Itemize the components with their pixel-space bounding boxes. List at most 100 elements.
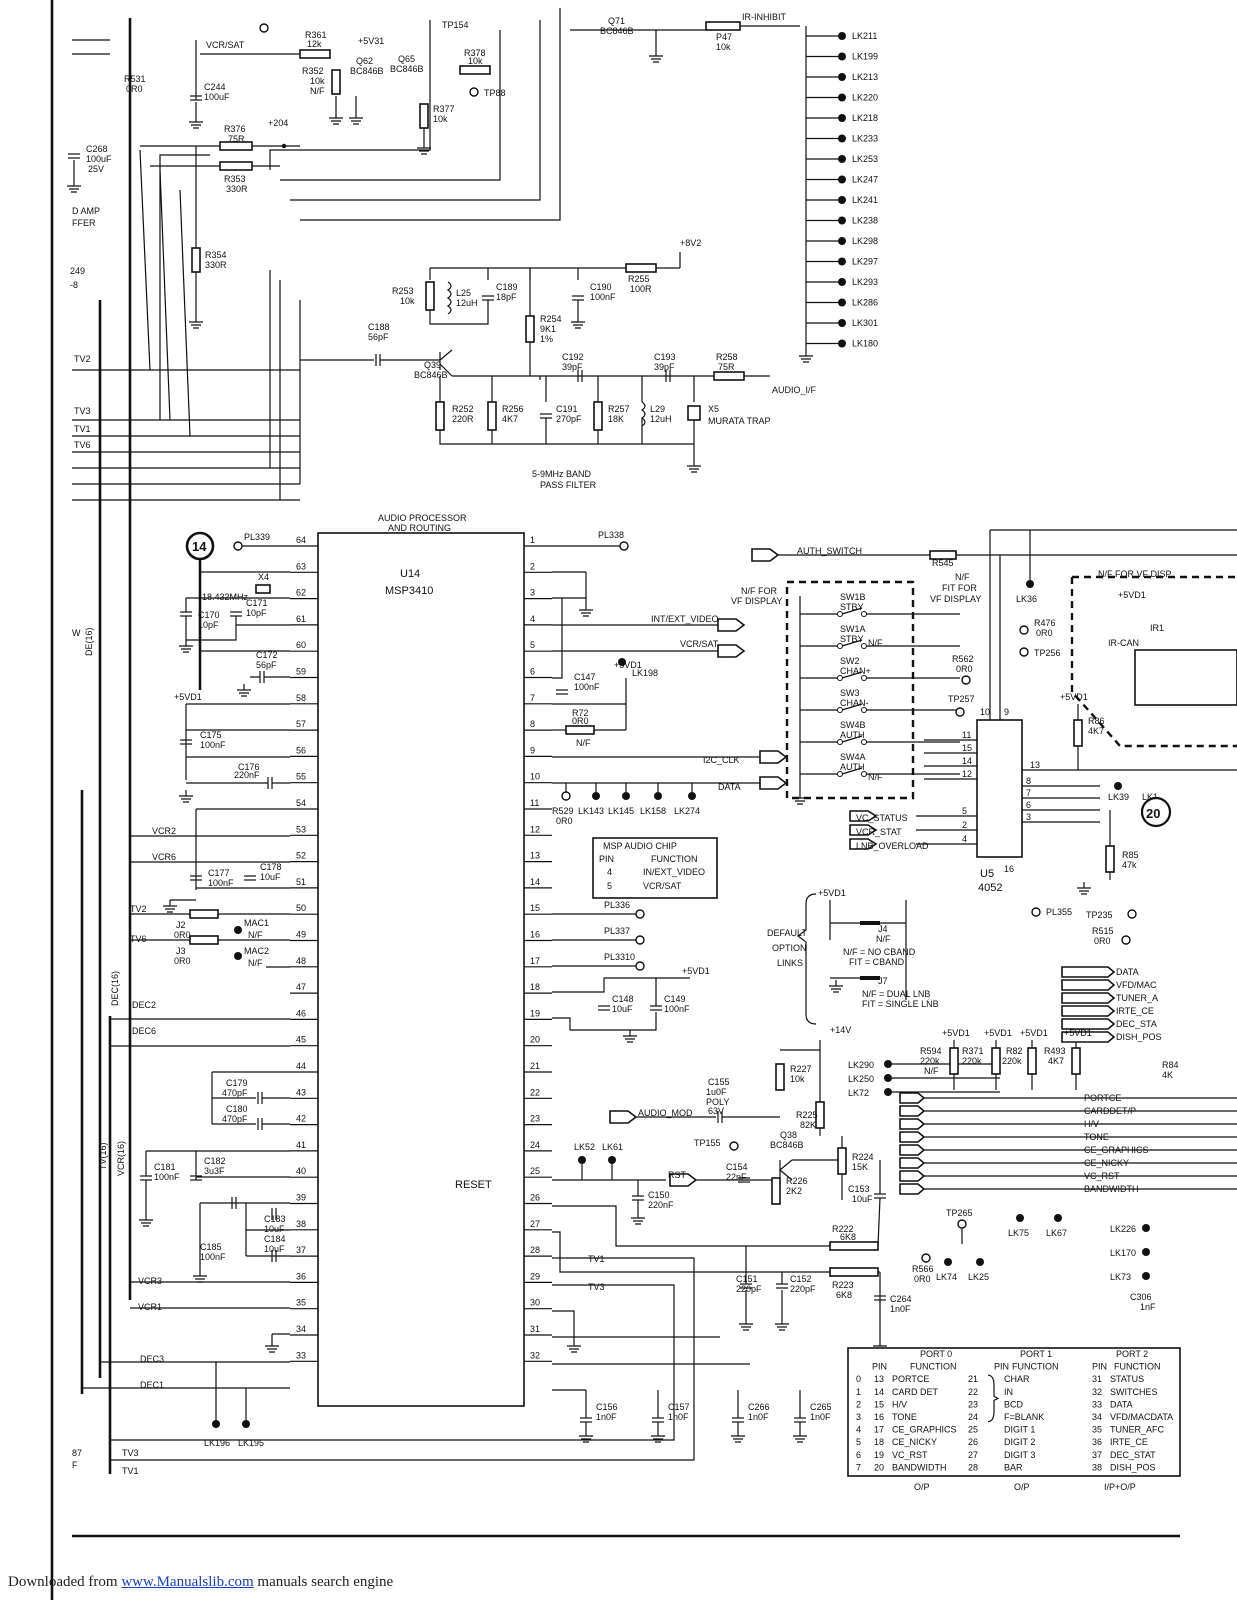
lk52-icon — [578, 1156, 586, 1164]
component-value: 56pF — [368, 332, 389, 342]
port-table-footer: O/P — [914, 1482, 930, 1492]
component-ref: C191 — [556, 404, 578, 414]
j4-line2: N/F — [876, 934, 891, 944]
port-table-cell: H/V — [892, 1399, 907, 1409]
component-value: 18pF — [496, 292, 517, 302]
feed-line — [139, 149, 151, 371]
link-label: LK290 — [848, 1060, 874, 1070]
port-table-cell: DIGIT 1 — [1004, 1425, 1035, 1435]
fragment-label: F — [72, 1460, 78, 1470]
component-ref: R371 — [962, 1046, 984, 1056]
ic-right-pin-number: 5 — [530, 640, 535, 650]
component-ref: R353 — [224, 174, 246, 184]
link-icon — [838, 319, 846, 327]
port-table-cell: 36 — [1092, 1437, 1102, 1447]
net-label: +5VD1 — [1020, 1028, 1048, 1038]
ic-right-pin-number: 22 — [530, 1087, 540, 1097]
component-value: 6K8 — [836, 1290, 852, 1300]
net-label: +5VD1 — [984, 1028, 1012, 1038]
ic-right-pin-number: 7 — [530, 693, 535, 703]
ic-right-pin-number: 16 — [530, 930, 540, 940]
link-icon — [884, 1074, 892, 1082]
component-ref: C193 — [654, 352, 676, 362]
ic-left-pin-number: 50 — [296, 903, 306, 913]
connector-arrow — [899, 1183, 926, 1195]
component-value: 39pF — [654, 362, 675, 372]
component-value: 470pF — [222, 1114, 248, 1124]
component-ref: R255 — [628, 274, 650, 284]
connector-arrow — [1061, 966, 1116, 978]
net-audio-mod: AUDIO_MOD — [638, 1108, 693, 1118]
port-table-cell: VC_RST — [892, 1450, 928, 1460]
ground-symbol — [237, 684, 251, 697]
link-icon — [654, 792, 662, 800]
mux-part: 4052 — [978, 882, 1002, 894]
wire — [552, 1205, 830, 1247]
component-ref: R84 — [1162, 1060, 1179, 1070]
component-ref: R254 — [540, 314, 562, 324]
component-ref: C180 — [226, 1104, 248, 1114]
r258-resistor — [713, 371, 745, 381]
r254-resistor — [525, 315, 535, 343]
test-point-label: PL337 — [604, 926, 630, 936]
port-table-cell: SWITCHES — [1110, 1387, 1158, 1397]
r376-resistor — [219, 141, 253, 151]
component-ref: C154 — [726, 1162, 748, 1172]
port-table-cell: 18 — [874, 1437, 884, 1447]
msp-table-cell: VCR/SAT — [643, 881, 682, 891]
net-vc-status: VC_STATUS — [856, 813, 908, 823]
ic-left-pin-number: 40 — [296, 1166, 306, 1176]
link-icon — [1142, 1224, 1150, 1232]
port-table-cell: BANDWIDTH — [892, 1462, 947, 1472]
net-label: +5VD1 — [942, 1028, 970, 1038]
mux-pin-number: 2 — [962, 820, 967, 830]
lk36-icon — [1026, 580, 1034, 588]
port-signal-label: CARDDET/P — [1084, 1106, 1136, 1116]
component-ref: C171 — [246, 598, 268, 608]
component-value: 220R — [452, 414, 474, 424]
connector-arrow — [899, 1105, 926, 1117]
component-ref: R85 — [1122, 850, 1139, 860]
pullup-resistor — [1071, 1047, 1081, 1075]
wire — [552, 598, 563, 679]
feed-line — [159, 169, 171, 421]
component-value: BC846B — [390, 64, 424, 74]
link-label: R529 — [552, 806, 574, 816]
component-ref: Q62 — [356, 56, 373, 66]
tp155-icon — [729, 1141, 739, 1151]
manualslib-link[interactable]: www.Manualslib.com — [121, 1574, 254, 1590]
ic-left-pin-number: 51 — [296, 877, 306, 887]
component-ref: P47 — [716, 32, 732, 42]
component-ref: R376 — [224, 124, 246, 134]
j4-line1: J4 — [878, 924, 888, 934]
j4-note-1: N/F = NO CBAND — [843, 947, 916, 957]
x4-value: 18.432MHz — [202, 592, 249, 602]
j4-pad — [860, 921, 880, 925]
component-value: BC846B — [350, 66, 384, 76]
component-value: 63V — [708, 1106, 724, 1116]
q38-transistor — [779, 1159, 793, 1181]
connector-arrow — [899, 1170, 926, 1182]
msp-table-header: PIN — [599, 854, 614, 864]
ic-right-pin-number: 17 — [530, 956, 540, 966]
component-ref: C192 — [562, 352, 584, 362]
component-ref: R354 — [205, 250, 227, 260]
band-pass-line1: 5-9MHz BAND — [532, 469, 592, 479]
link-icon — [838, 155, 846, 163]
switch-contact — [837, 643, 843, 649]
ground-symbol — [417, 142, 431, 155]
vcr1-label: VCR1 — [138, 1302, 162, 1312]
ic-right-pin-number: 32 — [530, 1350, 540, 1360]
option-brace — [797, 893, 817, 1025]
component-ref: R257 — [608, 404, 630, 414]
component-ref: C157 — [668, 1402, 690, 1412]
mux-pin-number: 9 — [1004, 707, 1009, 717]
port-table-cell: 19 — [874, 1450, 884, 1460]
switch-lever — [841, 767, 863, 775]
component-value: 100nF — [574, 682, 600, 692]
net-plus8v2: +8V2 — [680, 238, 701, 248]
tp235-icon — [1127, 909, 1137, 919]
component-ref: R86 — [1088, 716, 1105, 726]
port-table-cell: 27 — [968, 1450, 978, 1460]
